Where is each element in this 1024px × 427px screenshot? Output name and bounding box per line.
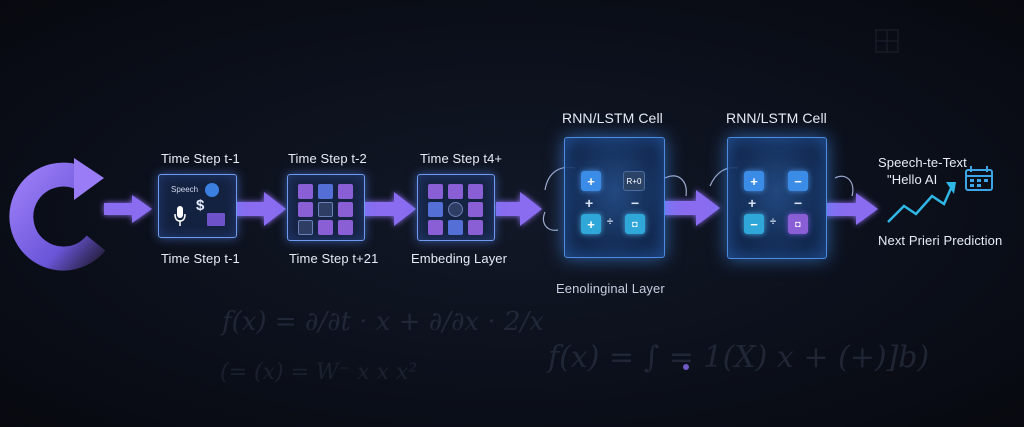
stage1-top-label: Time Step t-1 <box>161 151 240 166</box>
flow-arrow-icon <box>236 192 286 226</box>
flow-arrow-icon <box>364 192 416 226</box>
feedback-curve-icon <box>834 175 854 197</box>
background-formula: (= (x) = W⁻ x x x² <box>220 360 418 385</box>
tile-icon <box>318 202 333 217</box>
cell1-title: RNN/LSTM Cell <box>562 110 663 126</box>
minus-key-icon: − <box>788 171 808 191</box>
plus-key-icon: + <box>744 171 764 191</box>
feedback-curve-icon <box>664 175 687 197</box>
minus-key-icon: − <box>744 214 764 234</box>
cell2-title: RNN/LSTM Cell <box>726 110 827 126</box>
stage1-bottom-label: Time Step t-1 <box>161 251 240 266</box>
gate-key-icon: ◘ <box>625 214 645 234</box>
output-line1: Speech-te-Text <box>878 155 967 170</box>
prediction-label: Next Prieri Prediction <box>878 233 1003 248</box>
stage3-top-label: Time Step t4+ <box>420 151 503 166</box>
tile-icon <box>428 220 443 235</box>
background-formula: f(x) = ∂/∂t · x + ∂/∂x · 2/x <box>222 307 544 337</box>
stage2-input-box <box>287 174 365 241</box>
tile-icon <box>298 202 313 217</box>
tile-icon <box>468 184 483 199</box>
tile-icon <box>318 184 333 199</box>
tile-icon <box>338 184 353 199</box>
gate-key-icon: ◘ <box>788 214 808 234</box>
plus-key-icon: + <box>581 171 601 191</box>
minus-sign-icon: − <box>794 195 803 211</box>
currency-icon: $ <box>196 197 205 214</box>
background-formula: f(x) = ∫ = 1(X) x + (+)]b) <box>548 340 930 375</box>
flow-arrow-icon <box>104 195 152 223</box>
tile-icon <box>298 184 313 199</box>
tile-icon <box>468 220 483 235</box>
minus-sign-icon: − <box>631 195 640 211</box>
operator-icon: ÷ <box>770 216 777 228</box>
cell1-key: R+0 <box>623 171 645 191</box>
tile-icon <box>318 220 333 235</box>
flow-arrow-icon <box>826 193 878 225</box>
tile-icon <box>428 184 443 199</box>
flow-arrow-icon <box>664 190 720 226</box>
tile-icon <box>468 202 483 217</box>
recurrent-loop-arrow-icon <box>9 158 106 271</box>
feedback-curve-icon <box>542 211 559 231</box>
cell1-bottom-label: Eenolinginal Layer <box>556 281 665 296</box>
trend-chart-icon <box>887 182 956 223</box>
stage2-bottom-label: Time Step t+21 <box>289 251 379 266</box>
lstm-cell-1: + R+0 + − + ÷ ◘ <box>564 137 665 258</box>
calendar-icon <box>965 166 993 191</box>
stage1-input-box: Speech $ <box>158 174 237 238</box>
plus-sign-icon: + <box>748 195 757 211</box>
microphone-icon <box>174 206 186 226</box>
plus-key-icon: + <box>581 214 601 234</box>
stage1-inner-text: Speech <box>171 185 199 194</box>
tile-icon <box>338 220 353 235</box>
tile-icon <box>448 220 463 235</box>
lstm-cell-2: + − + − − ÷ ◘ <box>727 137 827 259</box>
tile-icon <box>428 202 443 217</box>
badge-icon <box>205 183 219 197</box>
tile-icon <box>338 202 353 217</box>
document-icon <box>207 213 225 226</box>
operator-icon: ÷ <box>607 216 614 228</box>
stage3-bottom-label: Embeding Layer <box>411 251 508 266</box>
stage3-embedding-box <box>417 174 495 241</box>
tile-icon <box>448 202 463 217</box>
tile-icon <box>298 220 313 235</box>
stage2-top-label: Time Step t-2 <box>288 151 367 166</box>
flow-arrow-icon <box>496 192 542 226</box>
output-line2: "Hello AI <box>887 172 938 187</box>
tile-icon <box>448 184 463 199</box>
plus-sign-icon: + <box>585 195 594 211</box>
